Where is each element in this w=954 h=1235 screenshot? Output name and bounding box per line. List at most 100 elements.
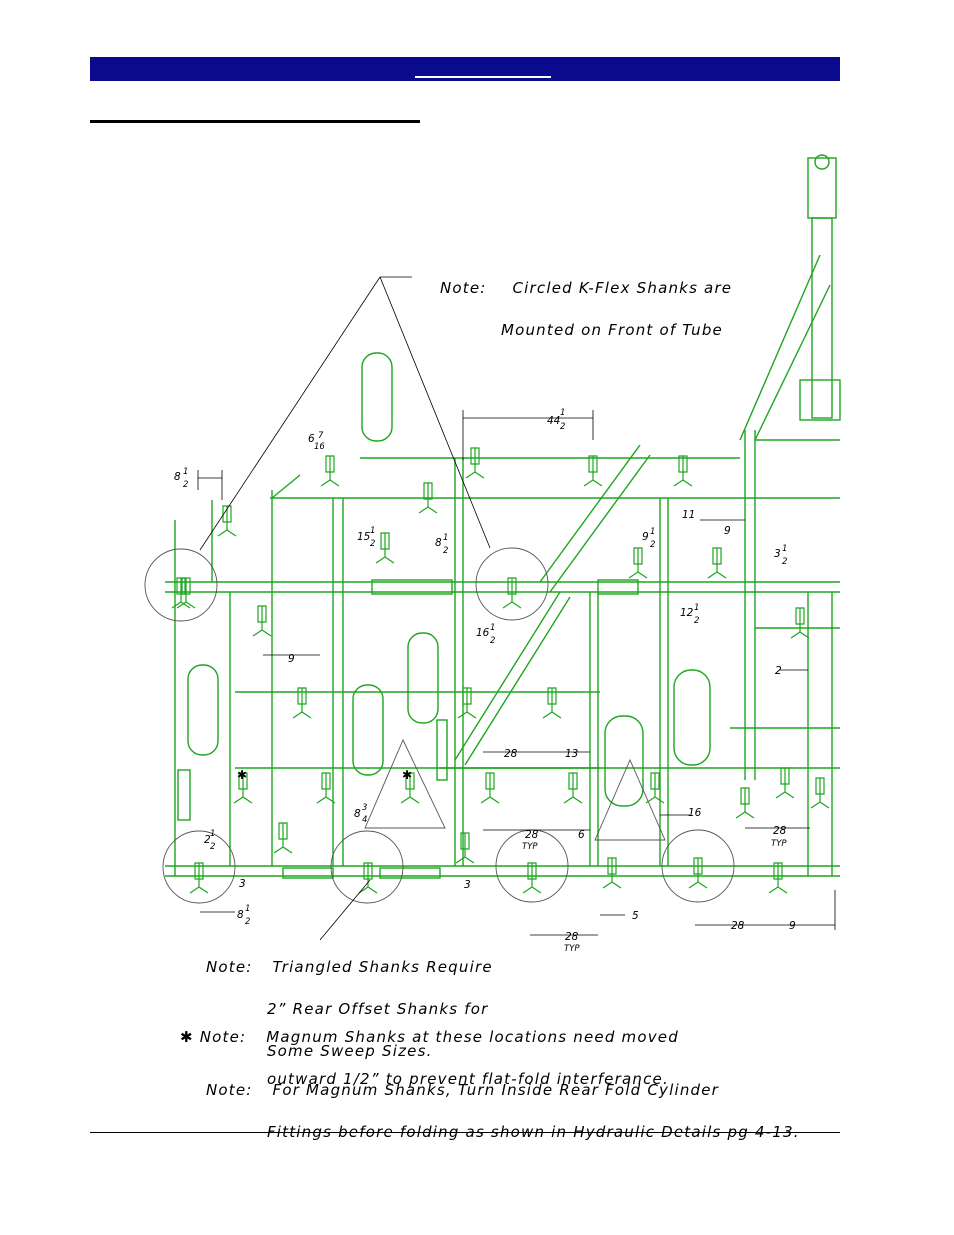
sweep-shank: [455, 832, 475, 864]
note-fold: Note: For Magnum Shanks, Turn Inside Rear…: [194, 1059, 800, 1143]
sweep-shank: [465, 447, 485, 479]
dim-16-half: 16: [476, 627, 490, 639]
dim-12-num: 1: [694, 603, 699, 613]
dim-9a-num: 1: [650, 527, 655, 537]
note-kflex-line2: Mounted on Front of Tube: [500, 321, 723, 339]
note-triangled-line3: Some Sweep Sizes.: [266, 1042, 433, 1060]
dim-2b-den: 2: [210, 842, 215, 852]
dim-3a-num: 1: [782, 544, 787, 554]
sweep-shank: [273, 822, 293, 854]
dim-typ-right: TYP: [771, 839, 787, 849]
dim-8b-num: 1: [443, 533, 448, 543]
sweep-shank: [583, 455, 603, 487]
sweep-shank: [292, 687, 312, 719]
sweep-shank: [189, 862, 209, 894]
sweep-shank: [707, 547, 727, 579]
sweep-shank: [522, 862, 542, 894]
sweep-shank: [375, 532, 395, 564]
dim-3-left: 3: [239, 878, 246, 890]
dim-2-half: 2: [204, 834, 211, 846]
dim-8b-den: 2: [443, 546, 448, 556]
sweep-shank: [316, 772, 336, 804]
dim-15-num: 1: [370, 526, 375, 536]
dim-6-mid: 6: [578, 829, 585, 841]
note-magnum-label: Note:: [199, 1028, 247, 1046]
dim-11: 11: [682, 509, 695, 521]
dim-6-7-16: 6: [308, 433, 315, 445]
dim-2b-num: 1: [210, 829, 215, 839]
leader-lines: [197, 276, 836, 941]
dim-12-den: 2: [694, 616, 699, 626]
dim-typ-mid: TYP: [522, 842, 538, 852]
dim-8d-num: 1: [245, 904, 250, 914]
dim-8-3-4: 8: [354, 808, 361, 820]
dim-5: 5: [632, 910, 639, 922]
sweep-shank: [217, 505, 237, 537]
sweep-shank: [418, 482, 438, 514]
dim-8d-den: 2: [245, 917, 250, 927]
sweep-shank: [688, 857, 708, 889]
dim-44-num: 1: [560, 408, 565, 418]
dim-8c-num: 3: [362, 803, 367, 813]
dim-28-typ-mid: 28: [525, 829, 539, 841]
note-kflex-line1: Circled K-Flex Shanks are: [512, 279, 733, 297]
dim-9-bottom-right: 9: [789, 920, 796, 932]
header-underline: [415, 76, 551, 78]
dim-3-half: 3: [774, 548, 781, 560]
dim-28-typ-right: 28: [773, 825, 787, 837]
dim-44: 44: [547, 415, 560, 427]
dim-16-right: 16: [688, 807, 702, 819]
svg-text:✱: ✱: [402, 768, 412, 782]
dim-13: 13: [565, 748, 578, 760]
dim-16-den: 2: [490, 636, 495, 646]
sweep-shank: [233, 772, 253, 804]
dimension-labels: 44 1 2 6 7 16 8 1 2 15 1 2 8 1 2 9 1 2 1…: [174, 408, 796, 954]
dim-9-left: 9: [288, 653, 295, 665]
sweep-shank: [176, 577, 196, 609]
sweep-shank: [480, 772, 500, 804]
implement-frame: [165, 154, 841, 879]
note-fold-label: Note:: [205, 1081, 253, 1099]
sweep-shank: [400, 772, 420, 804]
sweep-shank: [602, 857, 622, 889]
dim-12-half: 12: [680, 607, 694, 619]
dim-15-half: 15: [357, 531, 371, 543]
note-triangled-line2: 2” Rear Offset Shanks for: [266, 1000, 489, 1018]
sweep-shank: [735, 787, 755, 819]
dim-2: 2: [775, 665, 782, 677]
note-magnum-line1: Magnum Shanks at these locations need mo…: [266, 1028, 679, 1046]
sweep-shank: [457, 687, 477, 719]
footer-rule: [90, 1132, 840, 1133]
dim-28-bottom-right: 28: [731, 920, 745, 932]
sweep-shank: [252, 605, 272, 637]
sweep-shank: [502, 577, 522, 609]
dim-28-typ-bottom: 28: [565, 931, 579, 943]
dim-8-half-top: 8: [174, 471, 181, 483]
dim-15-den: 2: [370, 539, 375, 549]
sweep-shank: [171, 577, 191, 609]
dim-6-7-16-num: 7: [318, 431, 324, 441]
dim-28-upper: 28: [504, 748, 518, 760]
dim-9-right: 9: [724, 525, 731, 537]
asterisk-icon: ✱: [179, 1028, 194, 1046]
dim-8-half-mid: 8: [435, 537, 442, 549]
sweep-shank: [645, 772, 665, 804]
sweep-shank: [673, 455, 693, 487]
svg-text:✱: ✱: [237, 768, 247, 782]
sweep-shank: [810, 777, 830, 809]
dim-8a-den: 2: [183, 480, 188, 490]
dim-3-center: 3: [464, 879, 471, 891]
circled-shank-markers: [144, 547, 735, 904]
note-fold-line1: For Magnum Shanks, Turn Inside Rear Fold…: [272, 1081, 720, 1099]
sweep-shank: [790, 607, 810, 639]
sweep-shank: [628, 547, 648, 579]
note-kflex: Note:Circled K-Flex Shanks are Mounted o…: [428, 257, 732, 341]
note-triangled: Note: Triangled Shanks Require 2” Rear Of…: [194, 936, 493, 1062]
dim-8a-num: 1: [183, 467, 188, 477]
sweep-shank: [563, 772, 583, 804]
dim-typ-bottom: TYP: [564, 944, 580, 954]
note-triangled-line1: Triangled Shanks Require: [272, 958, 493, 976]
sweep-shank: [358, 862, 378, 894]
dim-6-7-16-den: 16: [314, 442, 325, 452]
